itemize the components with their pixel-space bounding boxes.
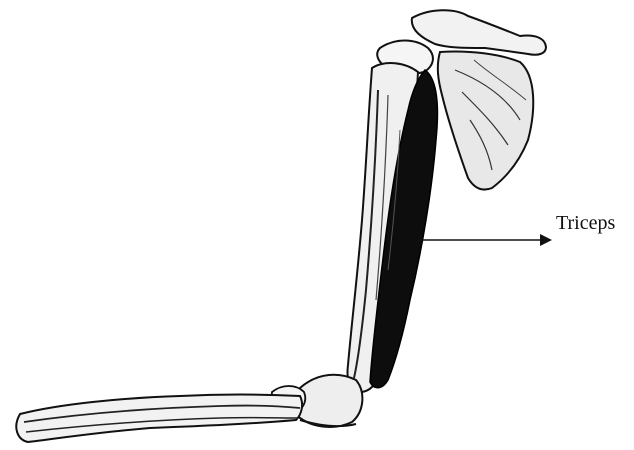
triceps-label: Triceps <box>556 212 615 235</box>
label-pointer-arrow <box>418 234 552 246</box>
